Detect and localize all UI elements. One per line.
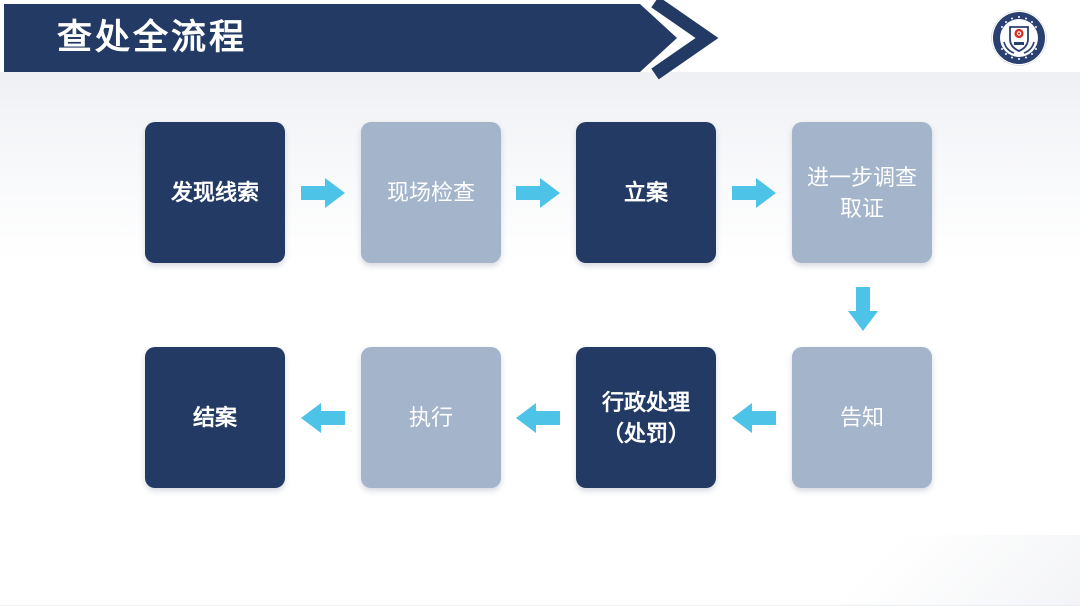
flow-step-case-closed[interactable]: 结案	[145, 347, 285, 488]
flow-step-label: 立案	[623, 180, 668, 205]
arrow-right-icon	[732, 178, 776, 208]
arrow-left-icon	[732, 403, 776, 433]
arrow-right-icon	[516, 178, 560, 208]
background-corner-shade	[740, 535, 1080, 605]
flow-step-label: 行政处理 （处罚）	[601, 389, 690, 446]
flow-step-administrative-penalty[interactable]: 行政处理 （处罚）	[576, 347, 716, 488]
flow-step-execution[interactable]: 执行	[361, 347, 501, 488]
flow-step-label: 执行	[408, 405, 453, 430]
arrow-right-icon	[301, 178, 345, 208]
arrow-down-icon	[848, 287, 878, 331]
flow-step-label: 告知	[839, 405, 884, 430]
agency-badge-logo	[991, 10, 1047, 66]
arrow-left-icon	[516, 403, 560, 433]
flow-step-label: 进一步调查 取证	[806, 164, 917, 221]
flow-step-label: 发现线索	[170, 180, 259, 205]
flow-step-onsite-inspection[interactable]: 现场检查	[361, 122, 501, 263]
flow-step-case-filing[interactable]: 立案	[576, 122, 716, 263]
flow-step-label: 结案	[192, 405, 237, 430]
flow-step-label: 现场检查	[386, 180, 475, 205]
arrow-left-icon	[301, 403, 345, 433]
ring-text-marks	[1001, 16, 1037, 60]
flow-step-notification[interactable]: 告知	[792, 347, 932, 488]
page-title: 查处全流程	[57, 18, 248, 57]
flow-step-further-investigation[interactable]: 进一步调查 取证	[792, 122, 932, 263]
header-banner	[4, 0, 719, 80]
flow-step-discover-clues[interactable]: 发现线索	[145, 122, 285, 263]
